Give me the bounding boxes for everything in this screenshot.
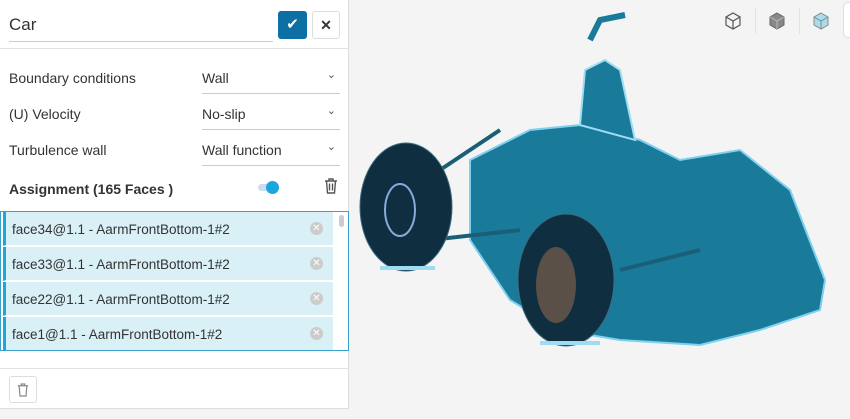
divider <box>755 8 756 34</box>
list-item[interactable]: face33@1.1 - AarmFrontBottom-1#2 ✕ <box>3 247 333 281</box>
field-boundary-conditions: Boundary conditions Wall ⌄ <box>9 58 340 94</box>
car-model <box>359 12 827 347</box>
side-panel-edge <box>843 2 850 38</box>
select-value: No-slip <box>202 106 246 122</box>
delete-button[interactable] <box>9 376 37 403</box>
confirm-button[interactable]: ✔ <box>278 11 307 39</box>
select-value: Wall <box>202 70 229 86</box>
trash-icon <box>17 383 29 397</box>
assignment-toggle[interactable] <box>258 181 280 194</box>
check-icon: ✔ <box>286 16 299 33</box>
remove-icon[interactable]: ✕ <box>310 292 323 305</box>
chevron-down-icon: ⌄ <box>326 69 336 81</box>
field-turbulence-wall: Turbulence wall Wall function ⌄ <box>9 130 340 166</box>
field-label: Boundary conditions <box>9 70 136 86</box>
trash-icon[interactable] <box>324 178 338 194</box>
list-item[interactable]: face1@1.1 - AarmFrontBottom-1#2 ✕ <box>3 317 333 350</box>
field-velocity: (U) Velocity No-slip ⌄ <box>9 94 340 130</box>
field-label: Turbulence wall <box>9 142 107 158</box>
boundary-conditions-select[interactable]: Wall ⌄ <box>202 58 340 94</box>
velocity-select[interactable]: No-slip ⌄ <box>202 94 340 130</box>
boundary-condition-panel: Car ✔ ✕ Boundary conditions Wall ⌄ (U) Ve… <box>0 0 349 409</box>
assignment-label: Assignment (165 Faces ) <box>9 181 174 197</box>
face-name: face34@1.1 - AarmFrontBottom-1#2 <box>12 222 230 237</box>
field-label: (U) Velocity <box>9 106 81 122</box>
car-mesh-viewport[interactable] <box>350 0 850 419</box>
scrollbar[interactable] <box>339 215 344 227</box>
cancel-button[interactable]: ✕ <box>312 11 340 39</box>
chevron-down-icon: ⌄ <box>326 105 336 117</box>
remove-icon[interactable]: ✕ <box>310 257 323 270</box>
name-input[interactable]: Car <box>9 10 273 42</box>
divider <box>799 8 800 34</box>
face-list: face34@1.1 - AarmFrontBottom-1#2 ✕ face33… <box>0 211 349 351</box>
face-name: face22@1.1 - AarmFrontBottom-1#2 <box>12 292 230 307</box>
select-value: Wall function <box>202 142 282 158</box>
solid-view-icon[interactable] <box>766 10 788 32</box>
close-icon: ✕ <box>320 17 332 33</box>
divider <box>0 48 349 49</box>
face-name: face1@1.1 - AarmFrontBottom-1#2 <box>12 327 223 342</box>
divider <box>0 368 349 369</box>
remove-icon[interactable]: ✕ <box>310 327 323 340</box>
solid-mesh-view-icon[interactable] <box>810 10 832 32</box>
wireframe-view-icon[interactable] <box>722 10 744 32</box>
remove-icon[interactable]: ✕ <box>310 222 323 235</box>
list-item[interactable]: face22@1.1 - AarmFrontBottom-1#2 ✕ <box>3 282 333 316</box>
face-name: face33@1.1 - AarmFrontBottom-1#2 <box>12 257 230 272</box>
chevron-down-icon: ⌄ <box>326 141 336 153</box>
turbulence-wall-select[interactable]: Wall function ⌄ <box>202 130 340 166</box>
list-item[interactable]: face34@1.1 - AarmFrontBottom-1#2 ✕ <box>3 212 333 246</box>
